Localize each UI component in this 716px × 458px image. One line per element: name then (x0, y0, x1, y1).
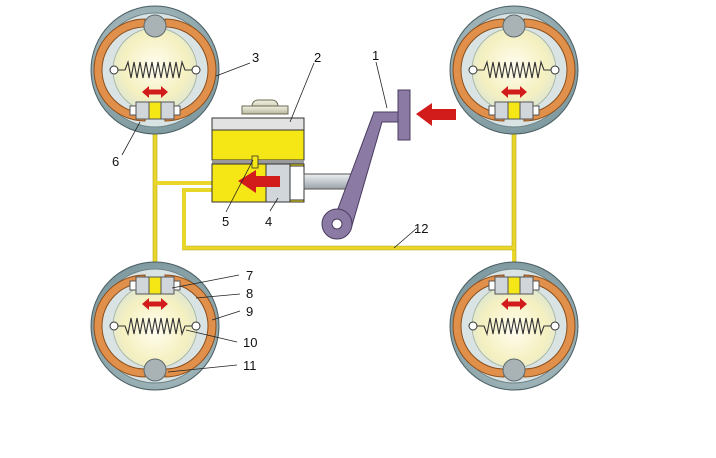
callout-12: 12 (414, 221, 428, 236)
callout-4: 4 (265, 214, 272, 229)
callout-2: 2 (314, 50, 321, 65)
callout-1: 1 (372, 48, 379, 63)
callout-7: 7 (246, 268, 253, 283)
brake-fluid-lines (153, 116, 516, 278)
brake-fluid-lines-outline (152, 116, 517, 278)
callout-11: 11 (243, 358, 257, 373)
callout-3: 3 (252, 50, 259, 65)
callout-labels: 1 2 3 4 5 6 7 8 9 10 11 12 (112, 48, 428, 373)
piston-force-arrow (238, 170, 280, 193)
rear-right-brake (449, 261, 579, 391)
pedal-force-arrow (416, 103, 456, 126)
leader-lines (121, 61, 418, 373)
callout-6: 6 (112, 154, 119, 169)
master-cylinder (211, 99, 359, 203)
brake-pedal (321, 89, 411, 240)
callout-10: 10 (243, 335, 257, 350)
callout-5: 5 (222, 214, 229, 229)
rear-left-brake (90, 261, 220, 391)
front-left-brake (90, 5, 220, 135)
front-right-brake (449, 5, 579, 135)
callout-9: 9 (246, 304, 253, 319)
callout-8: 8 (246, 286, 253, 301)
